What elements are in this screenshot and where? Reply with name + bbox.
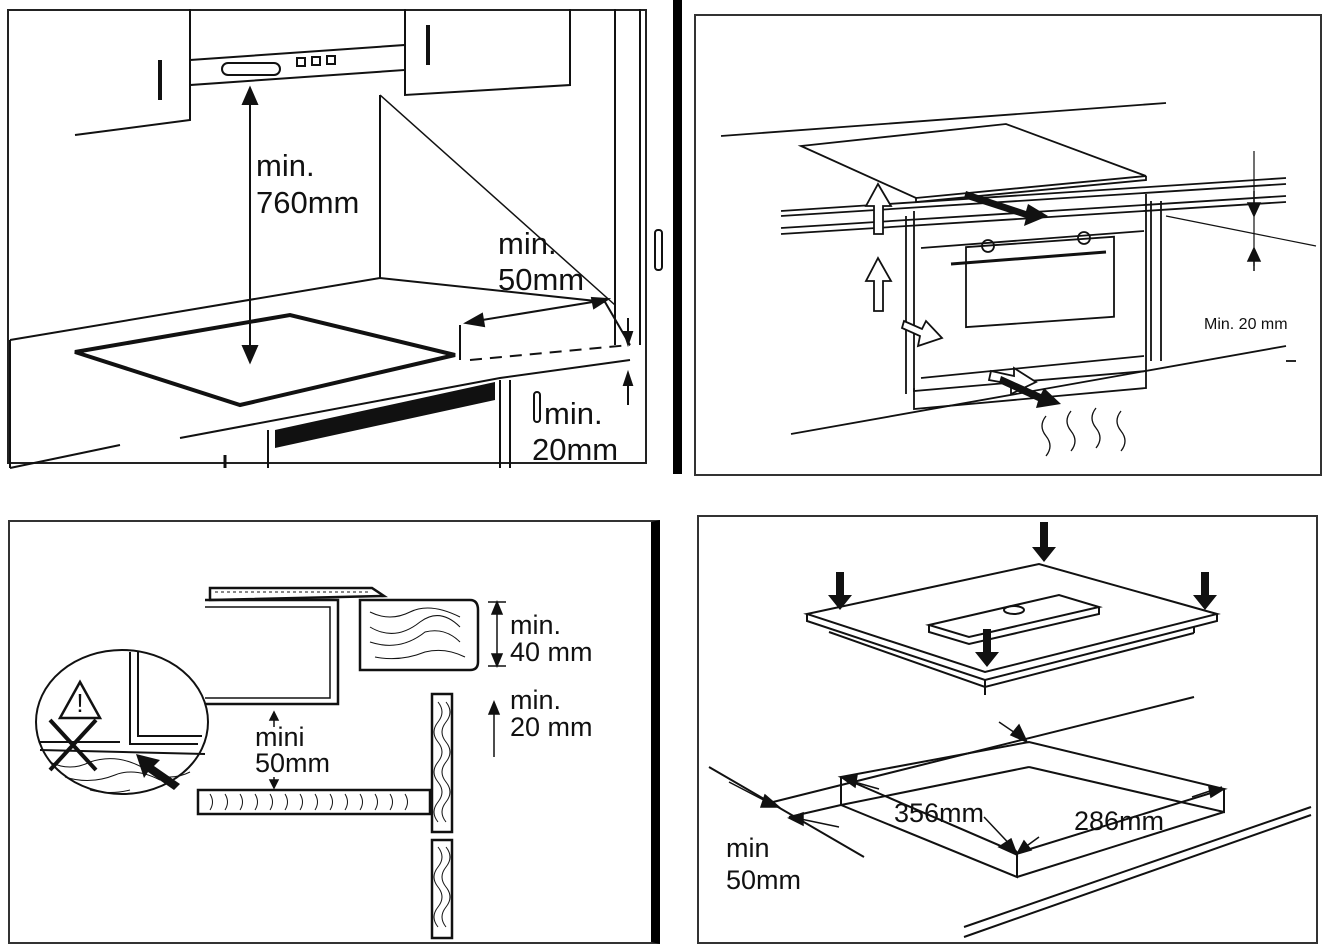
panel-oven-ventilation: Min. 20 mm <box>694 14 1322 476</box>
label-min-20-line2: 20 mm <box>510 712 593 742</box>
label-min-50-line2: 50mm <box>726 865 802 895</box>
label-286mm: 286mm <box>1074 806 1165 836</box>
label-min-50-line1: min. <box>498 226 557 261</box>
label-mini-50-line1: mini <box>255 722 305 752</box>
hood-clearance-drawing <box>9 9 663 469</box>
worktop-clearance-drawing: ! <box>35 586 506 940</box>
panel-hood-clearance: min. 760mm min. 50mm min. 20mm <box>0 0 682 474</box>
label-min-40-line1: min. <box>510 610 562 640</box>
panel-frame <box>7 9 647 464</box>
oven-ventilation-drawing <box>720 102 1317 457</box>
cutout-dimensions-drawing <box>708 522 1312 938</box>
label-min-50-line1: min <box>726 833 770 863</box>
warning-symbol: ! <box>76 688 83 718</box>
label-min-20-line2: 20mm <box>532 432 619 467</box>
panel-worktop-clearance: ! min. 40 mm min. 20 mm mini 50mm <box>8 520 660 944</box>
label-min-760-line1: min. <box>256 148 315 183</box>
label-mini-50-line2: 50mm <box>255 748 331 778</box>
panel-cutout-dimensions: 356mm 286mm min 50mm <box>697 515 1318 944</box>
label-min-20-line1: min. <box>544 396 603 431</box>
label-min-40-line2: 40 mm <box>510 637 593 667</box>
label-min-20-line1: min. <box>510 685 562 715</box>
label-356mm: 356mm <box>894 798 985 828</box>
label-min-50-line2: 50mm <box>498 262 585 297</box>
label-min-20-mm: Min. 20 mm <box>1204 316 1288 333</box>
label-min-760-line2: 760mm <box>256 185 360 220</box>
